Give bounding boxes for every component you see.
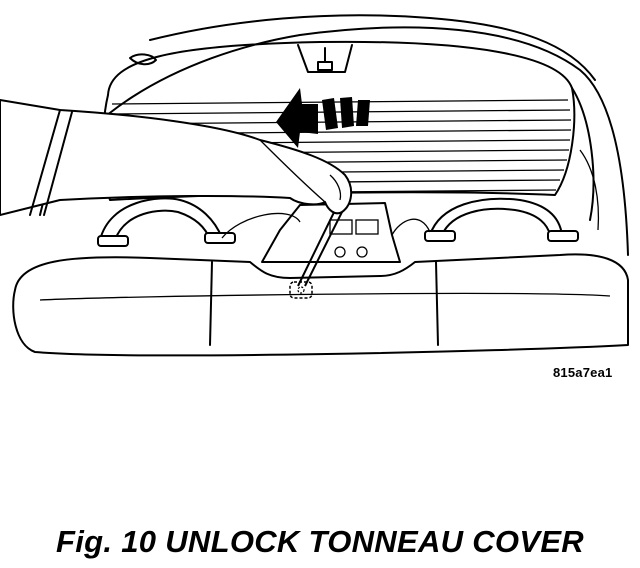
rear-window-frame: [102, 40, 576, 201]
panel-lower-edge: [39, 292, 611, 301]
brake-light-housing: [297, 44, 353, 73]
lock-icon: [289, 281, 313, 299]
hand-icon: [0, 99, 353, 216]
roll-bars: [97, 197, 579, 247]
figure-caption: Fig. 10 UNLOCK TONNEAU COVER: [56, 524, 584, 559]
brake-light-clip: [317, 61, 333, 71]
upper-left-clip: [129, 53, 157, 66]
roof-inner-outline: [149, 14, 596, 81]
seat-back-left: [221, 212, 301, 239]
right-pillar: [571, 87, 595, 221]
right-pillar-trim: [579, 149, 600, 231]
panel-seam-right: [435, 261, 439, 346]
release-tool-icon: [297, 199, 347, 287]
tonneau-cover-panel: [12, 253, 629, 357]
seat-back-right: [391, 218, 431, 236]
center-console: [261, 202, 401, 263]
panel-seam-left: [209, 261, 213, 346]
roof-outline: [39, 26, 629, 256]
figure-reference-code: 815a7ea1: [553, 365, 613, 380]
tonneau-cover-illustration: [0, 14, 629, 357]
arrow-left-icon: [276, 88, 370, 148]
